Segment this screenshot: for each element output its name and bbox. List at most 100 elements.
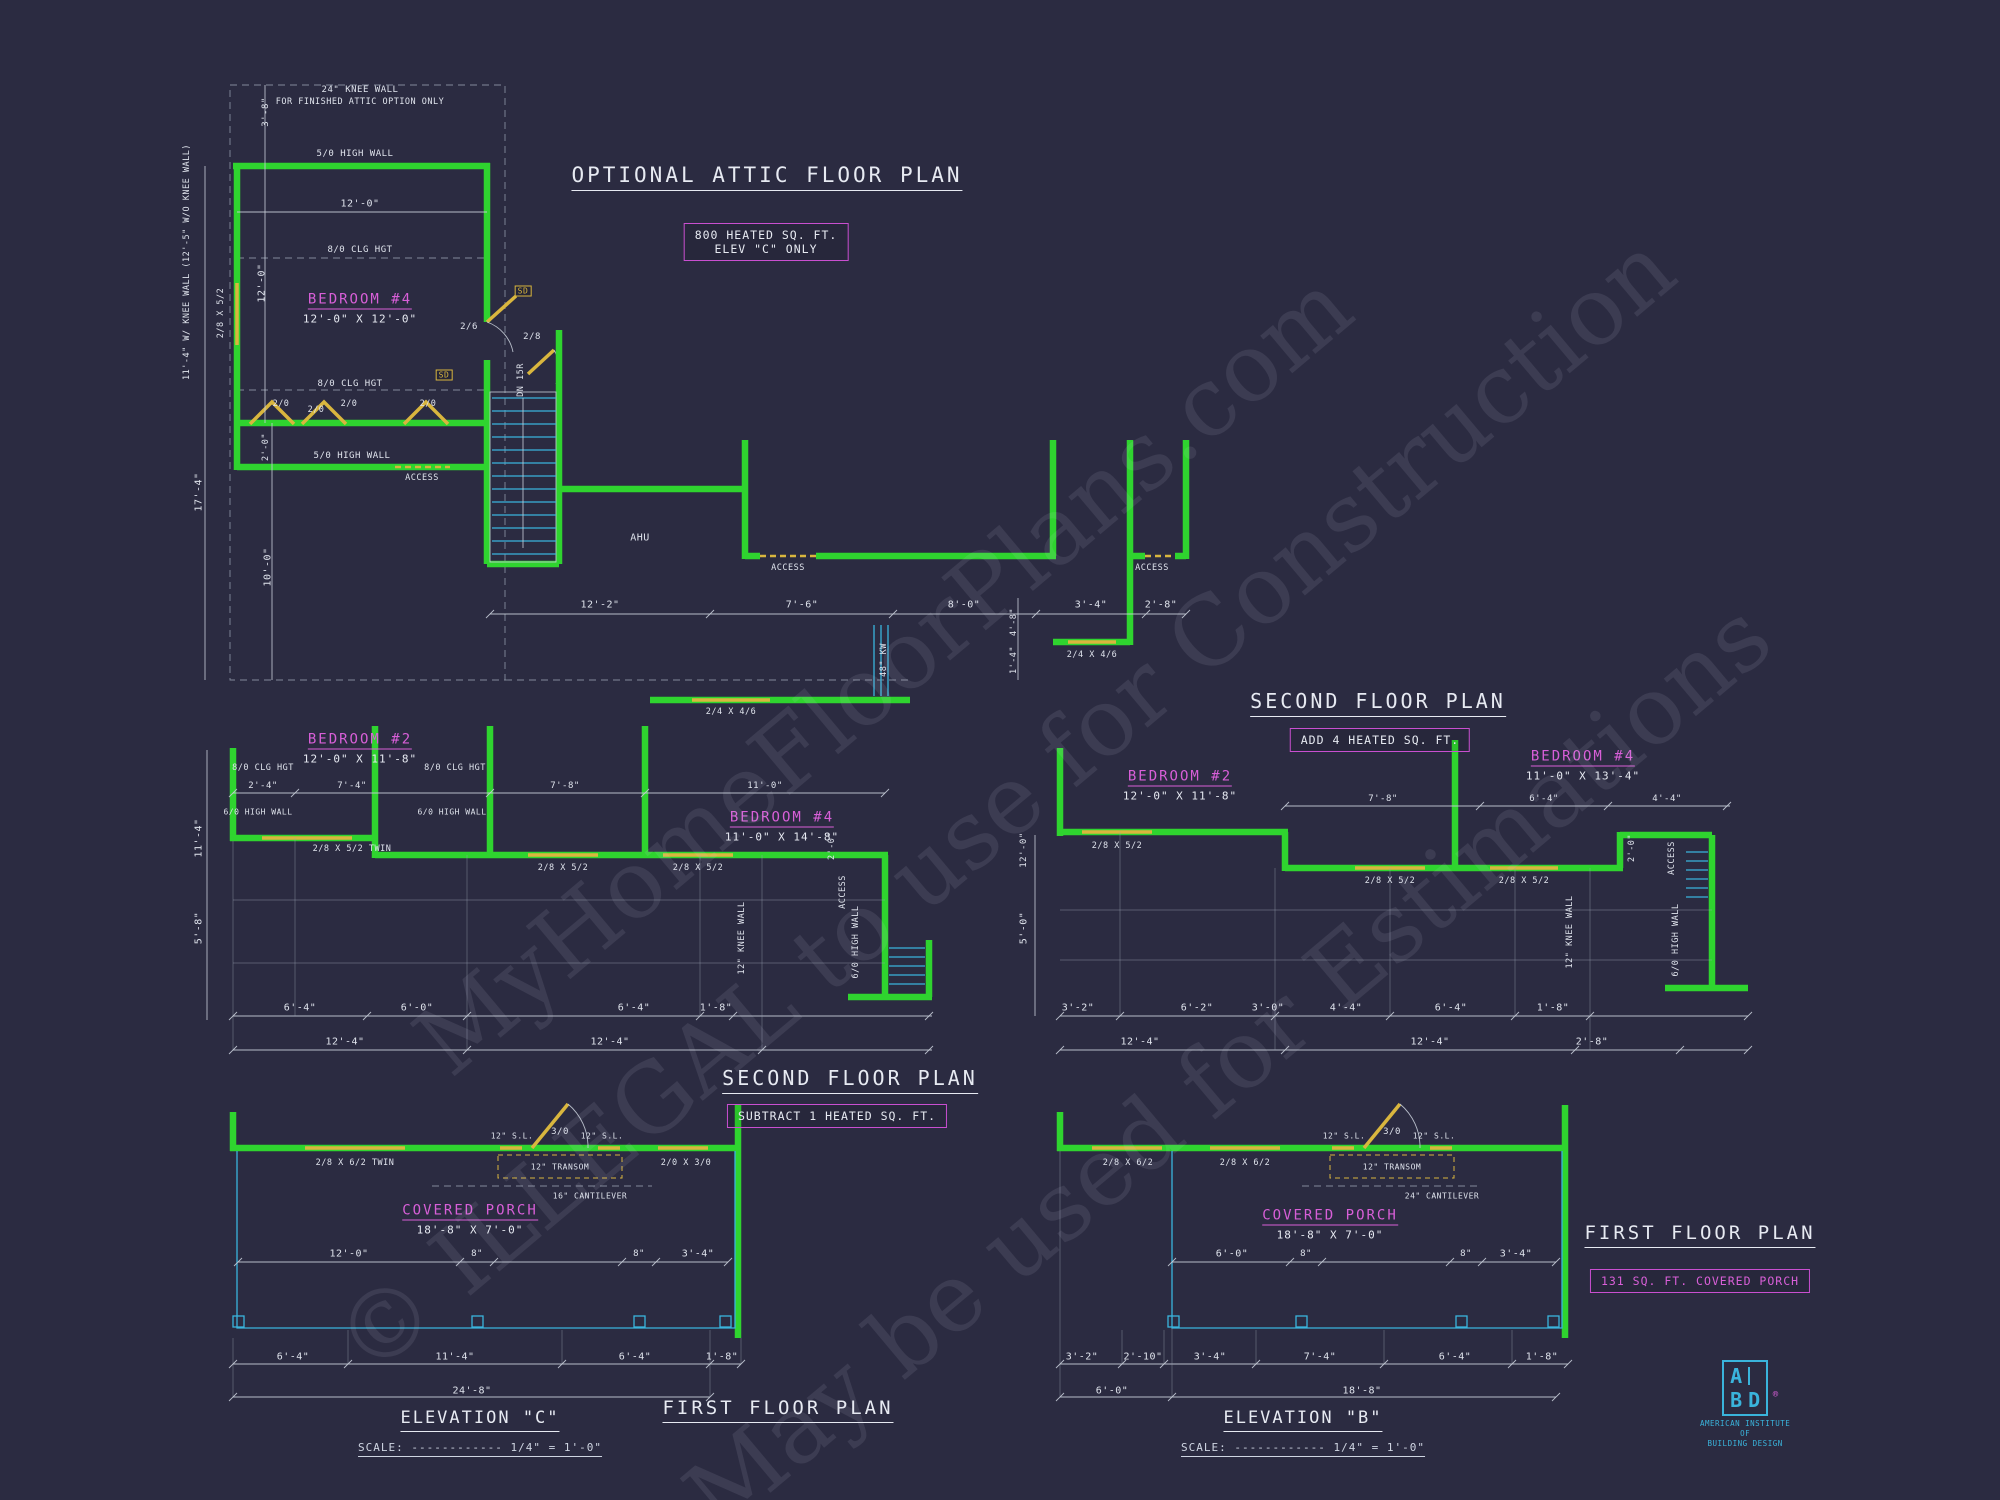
annotation: FOR FINISHED ATTIC OPTION ONLY	[275, 97, 445, 107]
annotation: 2/8 X 5/2	[216, 287, 226, 339]
annotation: 17'-4"	[193, 472, 205, 512]
room-label-sfr-bedroom4: BEDROOM #4 11'-0" X 13'-4"	[1525, 748, 1641, 783]
annotation: 2/8 X 5/2	[672, 863, 724, 873]
annotation: 6'-4"	[617, 1002, 651, 1014]
annotation: 6'-4"	[1438, 1351, 1472, 1363]
annotation: 6'-4"	[1529, 794, 1559, 804]
annotation: 12'-0"	[329, 1248, 369, 1260]
annotation: 7'-4"	[337, 781, 367, 791]
annotation: 2/0	[307, 405, 325, 415]
second-left-heated-note: SUBTRACT 1 HEATED SQ. FT.	[726, 1104, 948, 1128]
annotation: 4'-4"	[1652, 794, 1682, 804]
annotation: 8/0 CLG HGT	[327, 245, 393, 255]
annotation: 5/0 HIGH WALL	[313, 451, 391, 461]
second-right-heated-note: ADD 4 HEATED SQ. FT.	[1289, 728, 1471, 752]
annotation: 3'-0"	[1251, 1002, 1285, 1014]
annotation: ACCESS	[771, 563, 805, 573]
annotation: 2/8 X 5/2	[537, 863, 589, 873]
annotation: 7'-4"	[1303, 1351, 1337, 1363]
annotation: 24" CANTILEVER	[1404, 1191, 1480, 1201]
annotation: 2/8 X 6/2	[1219, 1158, 1271, 1168]
annotation: 3'-4"	[1193, 1351, 1227, 1363]
annotation: 3/0	[1383, 1127, 1401, 1137]
annotation: 7'-8"	[1368, 794, 1398, 804]
annotation: 2'-0"	[261, 432, 271, 462]
annotation: 2/4 X 4/6	[705, 707, 757, 717]
aibd-logo-mark: A B D ®	[1722, 1360, 1778, 1416]
annotation: 12'-0"	[256, 263, 268, 303]
attic-kneewall-hatch	[873, 625, 889, 696]
annotation: 8"	[1460, 1249, 1472, 1259]
annotation: 6'-0"	[1215, 1248, 1249, 1260]
annotation: 12'-2"	[580, 599, 620, 611]
annotation: 3'-2"	[1065, 1351, 1099, 1363]
annotation: 6'-4"	[618, 1351, 652, 1363]
annotation: 1'-8"	[1525, 1351, 1559, 1363]
aibd-logo: A B D ® AMERICAN INSTITUTE OF BUILDING D…	[1700, 1360, 1790, 1448]
second-floor-left-geometry	[206, 726, 933, 1051]
annotation: 3'-4"	[681, 1248, 715, 1260]
annotation: 5/0 HIGH WALL	[316, 149, 394, 159]
annotation: 3'-4"	[1074, 599, 1108, 611]
annotation: 8/0 CLG HGT	[424, 763, 486, 773]
first-floor-left-title: FIRST FLOOR PLAN	[662, 1397, 894, 1423]
sfr-access-hatch	[1686, 851, 1708, 898]
attic-plan-geometry	[204, 84, 1190, 704]
sfl-access-hatch	[889, 947, 925, 985]
elevation-b-scale: SCALE: ------------ 1/4" = 1'-0"	[1181, 1441, 1425, 1457]
annotation: 1'-8"	[705, 1351, 739, 1363]
annotation: 12'-4"	[590, 1036, 630, 1048]
aibd-logo-bar	[1748, 1367, 1751, 1385]
attic-stair-treads	[492, 397, 556, 555]
annotation: 7'-8"	[550, 781, 580, 791]
room-label-sfr-bedroom2: BEDROOM #2 12'-0" X 11'-8"	[1122, 768, 1238, 803]
dimension-ticks	[228, 609, 1753, 1402]
annotation: 8"	[1300, 1249, 1312, 1259]
annotation: 2/0	[419, 399, 437, 409]
annotation: 6'-4"	[1434, 1002, 1468, 1014]
annotation: 10'-0"	[262, 547, 274, 587]
second-floor-right-geometry	[1034, 740, 1748, 1051]
second-floor-right-title: SECOND FLOOR PLAN	[1250, 689, 1506, 717]
annotation: DN 15R	[516, 363, 526, 397]
annotation: 3'-4"	[1499, 1248, 1533, 1260]
annotation: 2'-0"	[827, 831, 837, 861]
annotation: 11'-4" W/ KNEE WALL (12'-5" W/O KNEE WAL…	[182, 144, 192, 380]
annotation: 5'-8"	[193, 911, 205, 945]
annotation: SD	[435, 369, 453, 381]
room-label-sfl-bedroom4: BEDROOM #4 11'-0" X 14'-8"	[724, 809, 840, 844]
annotation: 12'-0"	[340, 198, 380, 210]
annotation: 12" S.L.	[1322, 1131, 1366, 1141]
annotation: 3/0	[551, 1127, 569, 1137]
annotation: 6'-0"	[400, 1002, 434, 1014]
room-label-sfl-bedroom2: BEDROOM #2 12'-0" X 11'-8"	[302, 731, 418, 766]
annotation: 12" KNEE WALL	[1565, 895, 1575, 969]
annotation: 8'-0"	[947, 599, 981, 611]
annotation: 18'-8"	[1342, 1385, 1382, 1397]
annotation: 2/6	[460, 322, 478, 332]
annotation: 48" KW	[879, 643, 889, 677]
annotation: 24'-8"	[452, 1385, 492, 1397]
annotation: 12" S.L.	[1412, 1131, 1456, 1141]
annotation: 2/8 X 5/2	[1364, 876, 1416, 886]
aibd-letter-b: B	[1730, 1388, 1743, 1412]
annotation: 2/8 X 6/2 TWIN	[315, 1158, 395, 1168]
annotation: ACCESS	[405, 473, 439, 483]
porch-area-note: 131 SQ. FT. COVERED PORCH	[1589, 1269, 1811, 1293]
annotation: 12" KNEE WALL	[737, 901, 747, 975]
first-floor-right-geometry	[1056, 1102, 1569, 1398]
elevation-b-title: ELEVATION "B"	[1223, 1408, 1383, 1432]
annotation: 6'-4"	[283, 1002, 317, 1014]
annotation: ACCESS	[1667, 841, 1677, 875]
first-floor-right-title: FIRST FLOOR PLAN	[1584, 1222, 1816, 1248]
annotation: 11'-4"	[193, 818, 205, 858]
room-label-attic-bedroom4: BEDROOM #4 12'-0" X 12'-0"	[302, 291, 418, 326]
annotation: 6/0 HIGH WALL	[417, 807, 487, 817]
aibd-org-name: AMERICAN INSTITUTE OF BUILDING DESIGN	[1700, 1419, 1791, 1448]
annotation: 12'-4"	[1410, 1036, 1450, 1048]
aibd-letter-d: D	[1748, 1388, 1761, 1412]
annotation: 2/0 X 3/0	[660, 1158, 712, 1168]
annotation: 12'-0"	[1019, 832, 1029, 868]
